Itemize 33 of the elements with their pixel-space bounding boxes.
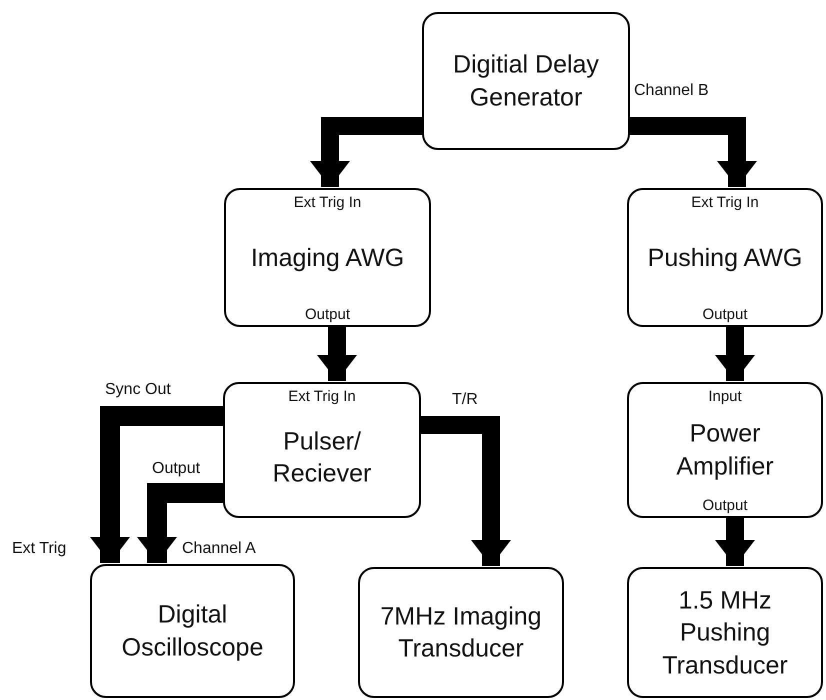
port-label: Output — [304, 306, 352, 323]
port-label: Ext Trig — [10, 540, 68, 558]
port-label: Output — [701, 306, 749, 323]
block-arrow — [317, 327, 357, 381]
process-box — [358, 567, 564, 698]
process-box — [90, 564, 295, 698]
edge-label: Sync Out — [103, 381, 173, 399]
block-arrow — [421, 416, 511, 566]
box-title: Digital Oscilloscope — [120, 600, 264, 663]
port-label: Ext Trig In — [690, 194, 760, 211]
block-arrow — [310, 117, 422, 187]
process-box — [627, 188, 823, 327]
process-box — [627, 382, 823, 518]
port-label: Input — [707, 388, 743, 405]
edge-label: Output — [150, 460, 202, 478]
port-label: Ext Trig In — [287, 388, 357, 405]
process-box — [627, 567, 823, 698]
block-arrow — [90, 406, 223, 563]
port-label: Output — [701, 497, 749, 514]
process-box — [224, 188, 431, 327]
box-title: 1.5 MHz Pushing Transducer — [661, 584, 789, 681]
block-arrow — [630, 117, 757, 187]
box-title: Imaging AWG — [250, 242, 406, 274]
process-box — [422, 12, 630, 150]
box-title: Power Amplifier — [675, 418, 775, 482]
block-arrow — [715, 327, 755, 381]
port-label: Ext Trig In — [292, 194, 362, 211]
box-title: 7MHz Imaging Transducer — [379, 601, 543, 664]
process-box — [223, 382, 421, 518]
box-title: Digitial Delay Generator — [452, 50, 600, 113]
box-title: Pushing AWG — [646, 242, 804, 274]
box-title: Pulser/ Reciever — [272, 426, 372, 490]
block-arrow — [715, 518, 755, 566]
